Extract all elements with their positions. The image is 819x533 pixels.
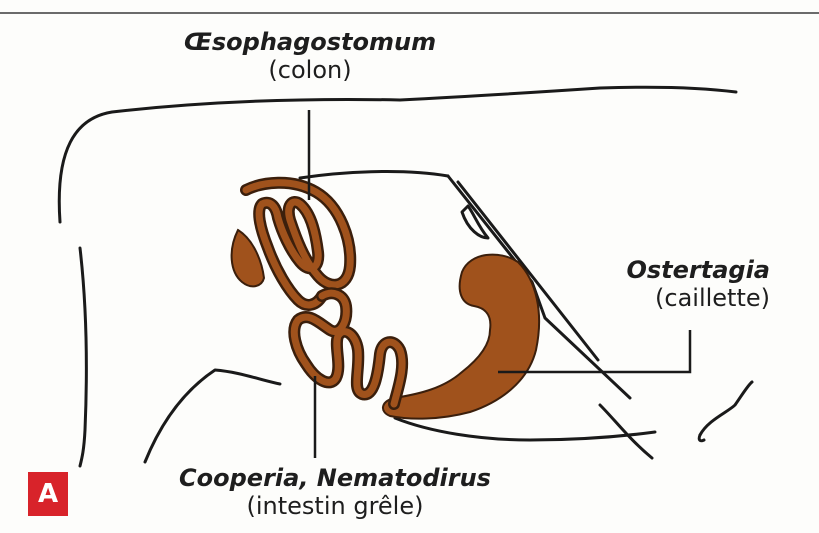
cow-back-outline xyxy=(59,87,736,222)
parasite-name: Ostertagia xyxy=(600,256,770,284)
rumen-outline xyxy=(300,172,448,178)
cow-hind-leg xyxy=(80,248,86,466)
label-ostertagia: Ostertagia (caillette) xyxy=(600,256,770,312)
abomasum-shape xyxy=(383,255,539,419)
cow-front-hoof-tip xyxy=(699,435,704,441)
organ-name: (caillette) xyxy=(600,284,770,312)
cow-front-hoof xyxy=(700,382,752,435)
figure-badge: A xyxy=(28,472,68,516)
parasite-name: Cooperia, Nematodirus xyxy=(150,464,520,492)
label-cooperia-nematodirus: Cooperia, Nematodirus (intestin grêle) xyxy=(150,464,520,520)
cow-belly-outline xyxy=(145,370,280,462)
organ-name: (colon) xyxy=(160,56,460,84)
parasite-name: Œsophagostomum xyxy=(160,28,460,56)
label-oesophagostomum: Œsophagostomum (colon) xyxy=(160,28,460,84)
cow-front-leg xyxy=(600,405,652,458)
organ-name: (intestin grêle) xyxy=(150,492,520,520)
